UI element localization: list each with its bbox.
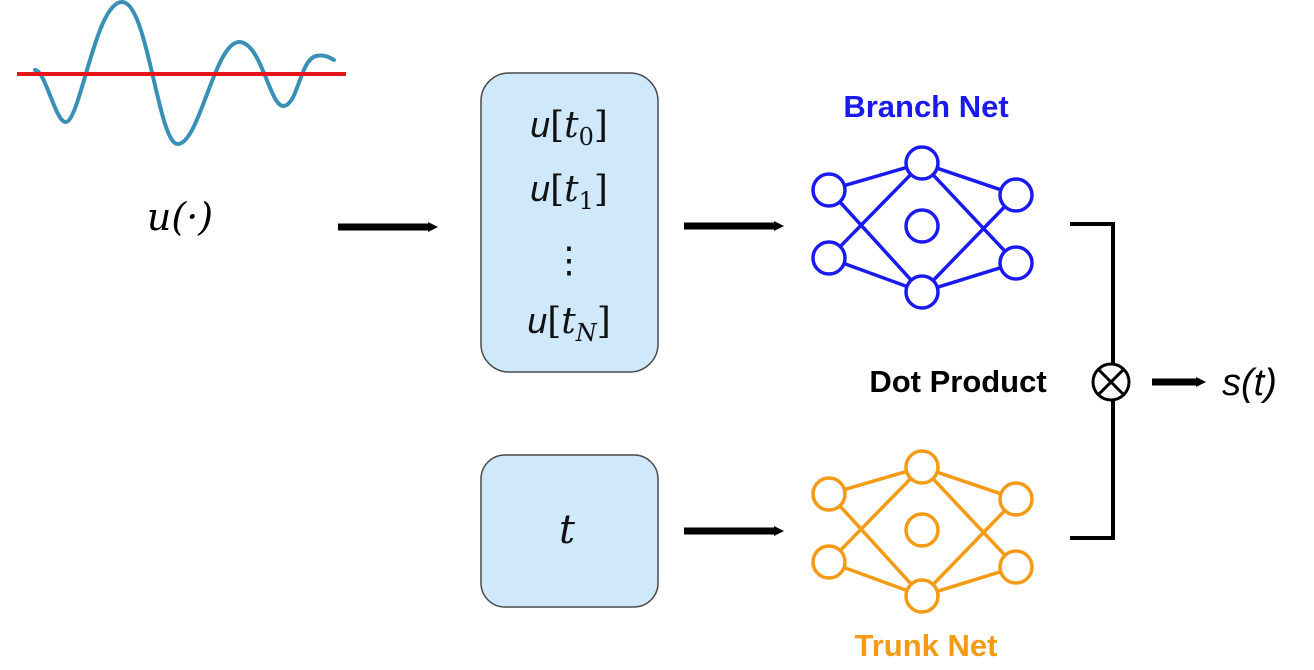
net-edge [931, 509, 1007, 586]
net-node [998, 549, 1034, 585]
branch-net-graph [811, 145, 1034, 310]
net-node [811, 476, 847, 512]
net-edge [936, 166, 1002, 192]
net-edge [838, 173, 913, 248]
net-node [904, 512, 940, 548]
sensor-box-background [480, 72, 659, 373]
net-node [904, 208, 940, 244]
net-node [811, 240, 847, 276]
net-edge [843, 261, 908, 289]
net-node [998, 177, 1034, 213]
net-edge [843, 469, 908, 492]
trunk-net-graph [811, 449, 1034, 614]
net-edge [838, 504, 913, 586]
net-edge [843, 165, 908, 188]
net-edge [936, 570, 1002, 593]
net-node [998, 481, 1034, 517]
net-node [811, 544, 847, 580]
dot-product-icon [1091, 362, 1131, 402]
net-node [904, 145, 940, 181]
sensor-ellipsis: ⋮ [551, 240, 587, 281]
sensor-value-t1: u[t1] [530, 168, 608, 215]
net-node [811, 172, 847, 208]
output-label: s(t) [1222, 362, 1277, 404]
dot-product-label: Dot Product [869, 364, 1046, 399]
net-node [998, 245, 1034, 281]
input-signal-wave [33, 0, 336, 147]
net-edge [838, 200, 913, 282]
net-node [904, 449, 940, 485]
net-edge [931, 173, 1007, 253]
trunk-net-label: Trunk Net [855, 628, 998, 663]
net-edge [843, 565, 908, 593]
net-edge [936, 470, 1002, 496]
net-edge [931, 477, 1007, 557]
net-edge [936, 266, 1002, 289]
net-edge [931, 205, 1007, 282]
sensor-value-t0: u[t0] [530, 104, 608, 151]
trunk-input-box: t [480, 454, 659, 608]
net-node [904, 274, 940, 310]
sensor-value-tN: u[tN] [527, 300, 611, 347]
trunk-box-background [480, 454, 659, 608]
sensor-values-box: u[t0] u[t1] ⋮ u[tN] [480, 72, 659, 373]
input-function-label: u(·) [147, 195, 213, 239]
net-edge [838, 477, 913, 552]
branch-net-label: Branch Net [843, 89, 1008, 124]
net-node [904, 578, 940, 614]
input-function-plot [17, 0, 346, 147]
trunk-input-label: t [559, 507, 576, 553]
